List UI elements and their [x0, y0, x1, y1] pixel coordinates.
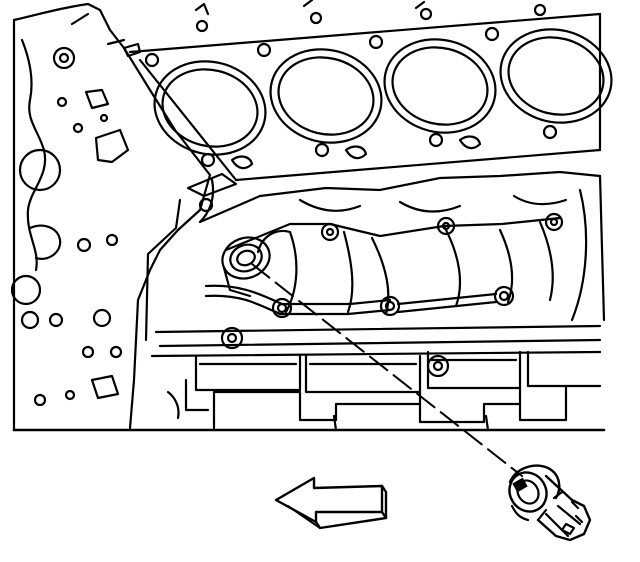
bore-1	[153, 60, 267, 156]
block-end-face	[10, 2, 212, 432]
oil-gallery-plug	[508, 464, 592, 542]
direction-arrow	[274, 476, 388, 530]
main-bearing-caps	[150, 324, 602, 432]
oil-gallery-tube	[204, 284, 515, 319]
bore-4	[499, 28, 613, 124]
bore-3	[383, 38, 497, 134]
oil-gallery-port	[221, 236, 271, 298]
bore-2	[269, 48, 383, 144]
install-path-line	[251, 263, 523, 477]
crankcase-webs	[144, 170, 606, 342]
cylinder-deck	[122, 0, 613, 182]
